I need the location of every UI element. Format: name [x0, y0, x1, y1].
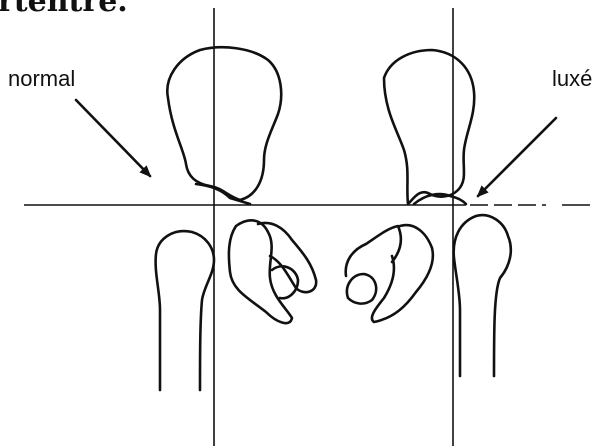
arrow-normal: [76, 100, 150, 176]
left-ischium-outer: [229, 220, 292, 323]
right-pubis: [346, 226, 401, 276]
left-ilium-outline: [167, 47, 281, 200]
arrow-luxe: [478, 118, 556, 196]
right-obturator: [347, 274, 376, 304]
right-ilium-outline: [384, 50, 474, 204]
left-acetabulum: [196, 184, 250, 204]
right-femur: [454, 215, 511, 376]
left-pubis: [258, 223, 316, 292]
right-ischium-outer: [372, 225, 433, 322]
left-femur: [156, 231, 214, 390]
